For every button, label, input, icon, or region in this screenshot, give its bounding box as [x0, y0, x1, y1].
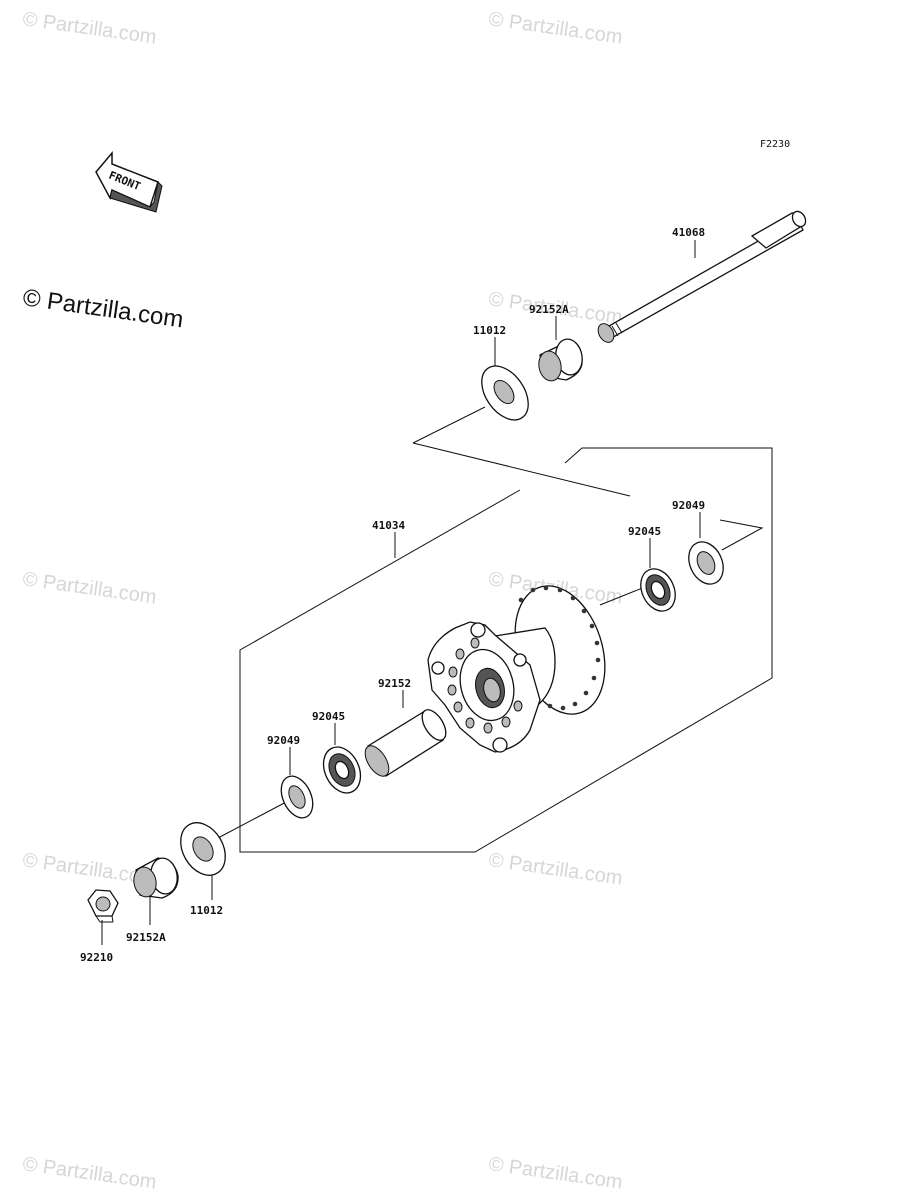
- label-seal-left: 92049: [267, 734, 300, 747]
- watermark-large: © Partzilla.com: [21, 284, 185, 333]
- watermark: © Partzilla.com: [487, 8, 624, 49]
- diagram-code: F2230: [760, 139, 790, 150]
- watermark: © Partzilla.com: [21, 8, 158, 49]
- label-seal-top: 11012: [473, 324, 506, 337]
- label-collar-bottom: 92152A: [126, 931, 166, 944]
- seal-bottom-part: [180, 822, 226, 876]
- nut-part: [87, 889, 119, 923]
- axle-part: [597, 210, 807, 343]
- front-arrow-icon: FRONT: [95, 150, 163, 213]
- bearing-right-part: [640, 568, 676, 612]
- watermark: © Partzilla.com: [21, 568, 158, 609]
- seal-top-part: [481, 365, 529, 421]
- leader-lines: [101, 240, 701, 945]
- collar-top-part: [538, 338, 583, 382]
- label-nut: 92210: [80, 951, 113, 964]
- label-spacer: 92152: [378, 677, 411, 690]
- label-bearing-right: 92045: [628, 525, 661, 538]
- collar-bottom-part: [133, 857, 179, 899]
- watermark: © Partzilla.com: [487, 1153, 624, 1194]
- spacer-part: [364, 709, 447, 777]
- part-labels: 41068 92152A 11012 41034 92049 92045 921…: [80, 226, 705, 964]
- label-bearing-left: 92045: [312, 710, 345, 723]
- seal-right-part: [688, 541, 724, 585]
- hub-part: [427, 585, 606, 753]
- label-seal-right: 92049: [672, 499, 705, 512]
- watermark: © Partzilla.com: [21, 1153, 158, 1194]
- bearing-left-part: [322, 746, 362, 794]
- label-seal-bottom: 11012: [190, 904, 223, 917]
- seal-left-part: [280, 775, 314, 819]
- watermark: © Partzilla.com: [487, 849, 624, 890]
- label-axle: 41068: [672, 226, 705, 239]
- label-hub: 41034: [372, 519, 405, 532]
- label-collar-top: 92152A: [529, 303, 569, 316]
